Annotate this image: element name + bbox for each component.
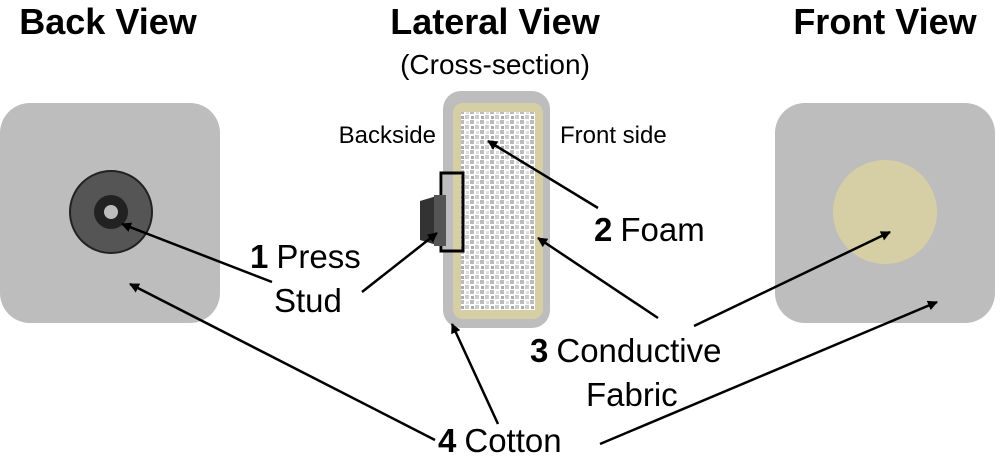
conductive-text: Conductive	[556, 332, 721, 369]
foam-num: 2	[594, 211, 612, 248]
arrow-conductive-front	[693, 230, 891, 328]
lateral-stud-neck	[434, 195, 446, 246]
front-view-title: Front View	[793, 1, 977, 42]
arrow-press-stud-lateral	[361, 232, 438, 293]
back-view-title: Back View	[19, 1, 197, 42]
press-text: Press	[276, 238, 360, 275]
stud-label-line2: Stud	[274, 282, 342, 319]
arrow-cotton-front	[599, 300, 938, 446]
arrow-conductive-lateral	[537, 236, 659, 320]
cotton-text: Cotton	[464, 422, 561, 459]
lateral-view-subtitle: (Cross-section)	[400, 49, 590, 80]
backside-label: Backside	[339, 122, 436, 149]
arrow-cotton-lateral	[450, 323, 500, 425]
lateral-view-title: Lateral View	[390, 1, 600, 42]
frontside-label: Front side	[560, 122, 667, 149]
press-num: 1	[250, 238, 268, 275]
front-conductive-fabric	[833, 160, 937, 264]
fabric-label-line2: Fabric	[586, 376, 678, 413]
lateral-foam	[461, 112, 535, 310]
arrow-foam	[487, 139, 599, 210]
arrow-cotton-back	[129, 282, 436, 442]
conductive-num: 3	[530, 332, 548, 369]
foam-text: Foam	[620, 211, 704, 248]
press-stud-hole	[104, 205, 118, 219]
arrow-press-stud-back	[121, 222, 273, 284]
cotton-num: 4	[438, 422, 457, 459]
